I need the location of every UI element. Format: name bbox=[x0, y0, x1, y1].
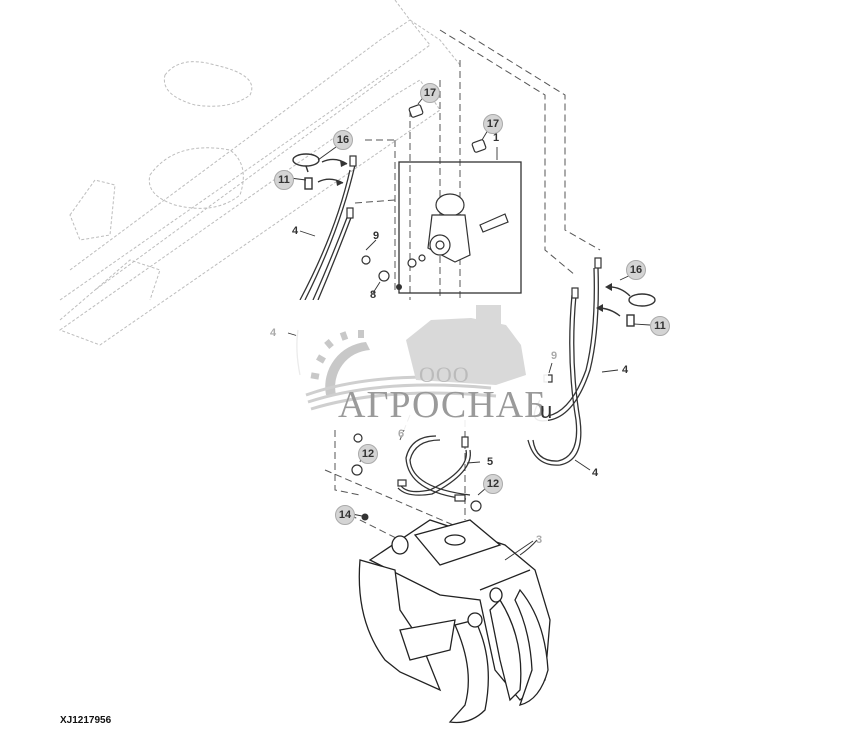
callout-12: 12 bbox=[358, 444, 378, 464]
fittings bbox=[346, 155, 602, 512]
callout-16: 16 bbox=[626, 260, 646, 280]
rotator-inset-box bbox=[398, 161, 522, 294]
watermark-prefix: ООО bbox=[419, 362, 470, 387]
callout-6: 6 bbox=[398, 428, 405, 440]
grapple bbox=[358, 519, 551, 724]
callout-17: 17 bbox=[420, 83, 440, 103]
watermark-name: АГРОСНАБ bbox=[338, 384, 547, 426]
callout-9: 9 bbox=[373, 230, 380, 242]
arrow-heads bbox=[336, 160, 612, 312]
nut-14 bbox=[361, 513, 369, 521]
watermark-logo-icon bbox=[305, 305, 526, 411]
watermark-suffix: u bbox=[540, 398, 553, 423]
callout-16: 16 bbox=[333, 130, 353, 150]
ties-clamps bbox=[292, 153, 656, 327]
callout-9: 9 bbox=[551, 350, 558, 362]
callout-12: 12 bbox=[483, 474, 503, 494]
callout-3: 3 bbox=[536, 534, 543, 546]
callout-4: 4 bbox=[270, 327, 277, 339]
callout-8: 8 bbox=[370, 289, 377, 301]
hoses bbox=[296, 164, 599, 500]
callout-5: 5 bbox=[487, 456, 494, 468]
figure-id: XJ1217956 bbox=[60, 715, 112, 726]
callout-1: 1 bbox=[493, 132, 500, 144]
leader-lines bbox=[324, 29, 601, 561]
callout-11: 11 bbox=[274, 170, 294, 190]
callout-17: 17 bbox=[483, 114, 503, 134]
callout-11: 11 bbox=[650, 316, 670, 336]
callout-leaders bbox=[287, 94, 651, 561]
callout-4: 4 bbox=[622, 364, 629, 376]
watermark-backdrop bbox=[296, 300, 548, 430]
callout-4: 4 bbox=[292, 225, 299, 237]
rotator-part bbox=[407, 193, 509, 268]
callout-14: 14 bbox=[335, 505, 355, 525]
callout-4: 4 bbox=[592, 467, 599, 479]
bushing-parts bbox=[408, 104, 487, 153]
